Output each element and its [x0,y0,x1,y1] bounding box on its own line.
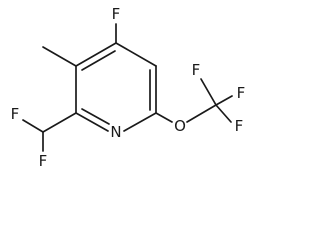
structure-diagram: F N O F F F F F [11,5,246,170]
bond-c3-c4-double [81,50,116,71]
ring-nitrogen-label: N [110,123,121,141]
ether-oxygen-label: O [174,117,186,135]
bond-c6-n [123,112,157,132]
bond-o-cf3 [186,104,217,123]
bond-n-c2-double [81,108,110,125]
bond-chf2-f-upper [22,119,44,133]
difluoromethyl-f-lower-label: F [39,152,48,170]
bond-cf3-f-top [200,78,217,106]
bond-c4-c5 [115,42,157,67]
bond-n-c2 [75,112,109,132]
bond-cf3-f-right [215,95,233,106]
trifluoromethyl-f-bottom-label: F [235,117,244,135]
bond-c6-o [155,112,173,123]
bond-c2-chf2 [42,112,77,133]
ring-fluorine-label: F [112,5,121,23]
bond-c3-methyl [42,46,77,67]
trifluoromethyl-f-top-label: F [192,61,201,79]
difluoromethyl-f-upper-label: F [11,105,20,123]
bond-c3-c4 [75,42,117,67]
trifluoromethyl-f-right-label: F [237,84,246,102]
bond-cf3-f-bottom [215,104,232,123]
